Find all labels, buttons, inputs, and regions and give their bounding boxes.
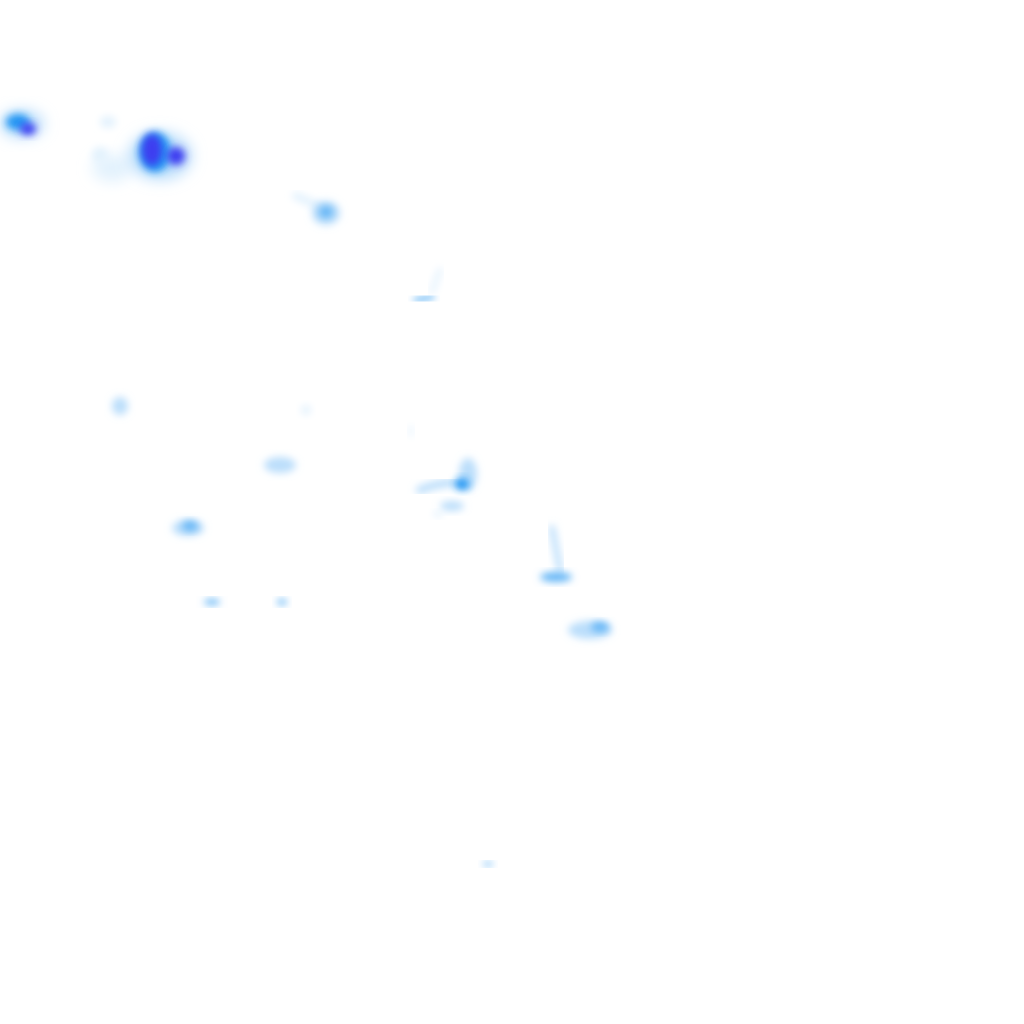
precip-streak-vertical (540, 525, 572, 582)
precip-cell-dot-2 (409, 425, 413, 437)
precip-cell-tail (292, 192, 340, 225)
precip-cell-streak-2 (264, 457, 296, 473)
precip-cell-dot-3 (204, 599, 220, 605)
precip-cell-left-lower (172, 520, 204, 536)
precip-cell-left-mid (112, 397, 128, 415)
precip-cell-light-patch (92, 147, 132, 182)
precip-cell-top-left (0, 110, 44, 138)
precip-cell-dot-1 (301, 405, 311, 415)
precip-cell-right-lower (568, 621, 612, 639)
precip-cell-dot-4 (277, 599, 287, 605)
precip-cell-small-1 (100, 116, 116, 128)
precip-cell-central (416, 458, 477, 517)
precip-streak-1 (413, 267, 443, 303)
precip-cell-strong (128, 132, 192, 180)
precip-cell-dot-5 (483, 862, 493, 866)
